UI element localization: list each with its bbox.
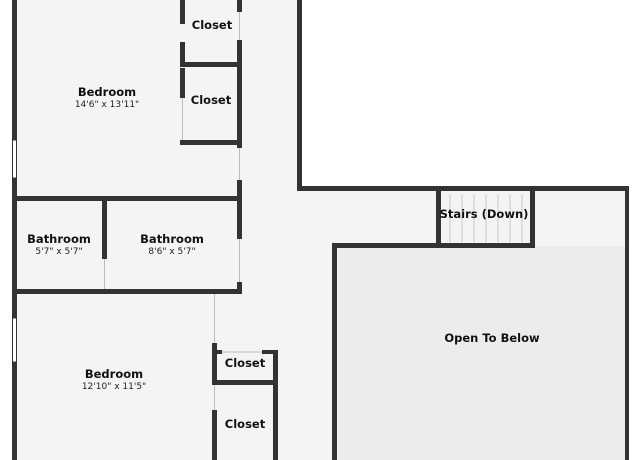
stair-treads	[449, 194, 523, 242]
room-dimensions: 5'7" x 5'7"	[35, 247, 83, 257]
room-bedroom-top: Bedroom 14'6" x 13'11"	[75, 85, 139, 111]
room-name: Bathroom	[27, 232, 91, 246]
room-bathroom-left: Bathroom 5'7" x 5'7"	[27, 232, 91, 258]
room-name: Open To Below	[444, 331, 540, 345]
room-name: Bathroom	[140, 232, 204, 246]
room-bathroom-right: Bathroom 8'6" x 5'7"	[140, 232, 204, 258]
room-closet-top-1: Closet	[192, 18, 232, 32]
room-bedroom-bottom: Bedroom 12'10" x 11'5"	[82, 367, 146, 393]
room-name: Bedroom	[77, 85, 137, 99]
room-name: Bedroom	[84, 367, 144, 381]
room-closet-bottom-2: Closet	[225, 417, 265, 431]
room-name: Closet	[191, 18, 233, 32]
walls	[12, 0, 629, 460]
windows	[12, 139, 17, 363]
room-open-to-below: Open To Below	[444, 331, 539, 345]
open-to-below-area	[336, 246, 626, 460]
room-closet-bottom-1: Closet	[225, 356, 265, 370]
room-name: Closet	[224, 356, 266, 370]
room-name: Closet	[224, 417, 266, 431]
room-closet-top-2: Closet	[191, 93, 231, 107]
room-name: Closet	[190, 93, 232, 107]
room-stairs: Stairs (Down)	[440, 207, 529, 221]
room-dimensions: 12'10" x 11'5"	[81, 382, 147, 392]
room-dimensions: 14'6" x 13'11"	[74, 100, 140, 110]
door-openings	[104, 12, 262, 410]
room-dimensions: 8'6" x 5'7"	[148, 247, 196, 257]
room-name: Stairs (Down)	[439, 207, 529, 221]
